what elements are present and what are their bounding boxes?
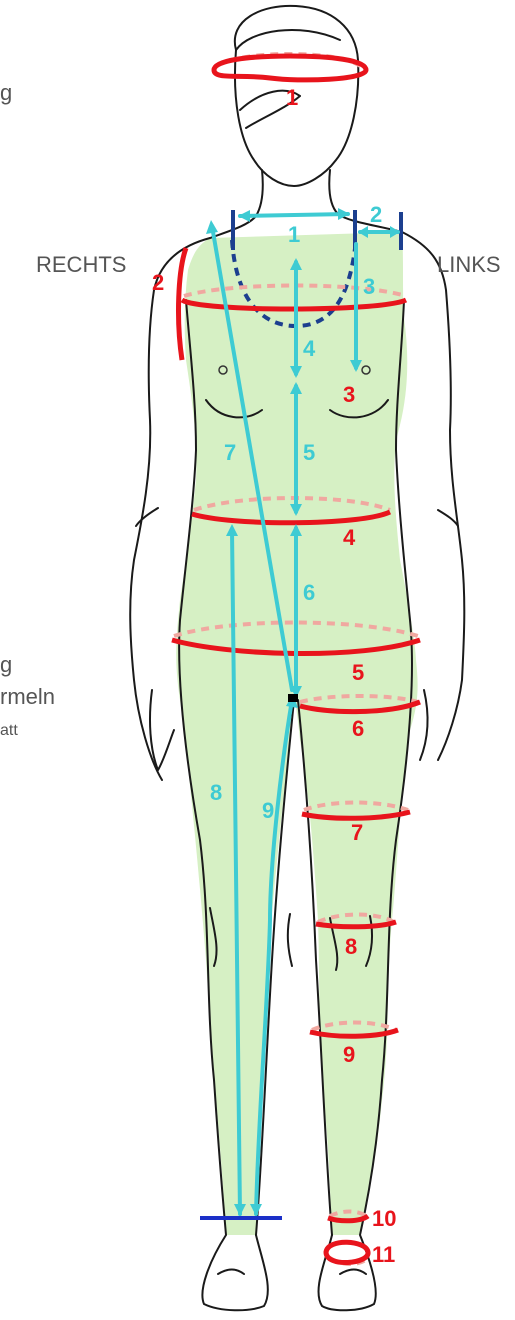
neck-width-line xyxy=(240,214,348,216)
circ-num-11: 11 xyxy=(372,1242,395,1267)
len-num-2: 2 xyxy=(370,202,382,227)
circ-num-10: 10 xyxy=(372,1206,396,1231)
len-num-5: 5 xyxy=(303,440,315,465)
edge-text-2: g xyxy=(0,652,12,678)
foot-circumference xyxy=(326,1242,368,1262)
len-num-9: 9 xyxy=(262,798,274,823)
label-left-side: LINKS xyxy=(437,252,501,278)
circ-num-8: 8 xyxy=(345,934,357,959)
circ-num-3: 3 xyxy=(343,382,355,407)
edge-text-3: rmeln xyxy=(0,684,55,710)
label-right-side: RECHTS xyxy=(36,252,126,278)
len-num-6: 6 xyxy=(303,580,315,605)
circ-num-9: 9 xyxy=(343,1042,355,1067)
arm-length-line xyxy=(179,248,186,360)
head-circumference xyxy=(214,56,366,80)
len-num-8: 8 xyxy=(210,780,222,805)
circ-num-7: 7 xyxy=(351,820,363,845)
circ-num-2: 2 xyxy=(152,270,164,295)
len-num-1: 1 xyxy=(288,222,300,247)
edge-text-4: att xyxy=(0,722,18,740)
circ-num-4: 4 xyxy=(343,525,356,550)
len-num-4: 4 xyxy=(303,336,316,361)
len-num-3: 3 xyxy=(363,274,375,299)
circ-num-1: 1 xyxy=(286,85,298,110)
edge-text-1: g xyxy=(0,80,12,106)
circ-num-6: 6 xyxy=(352,716,364,741)
circ-num-5: 5 xyxy=(352,660,364,685)
crotch-marker xyxy=(288,694,298,702)
len-num-7: 7 xyxy=(224,440,236,465)
